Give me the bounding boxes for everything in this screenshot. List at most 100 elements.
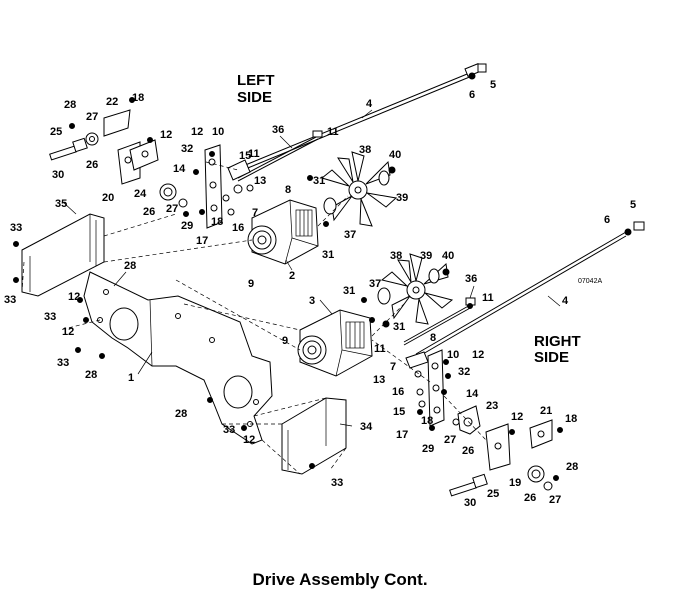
callout-label: 10 <box>212 126 224 138</box>
callout-label: 11 <box>327 126 339 138</box>
callout-label: 5 <box>630 199 636 211</box>
left-fan-spacer <box>323 166 396 215</box>
callout-label: 7 <box>390 361 396 373</box>
callout-label: 11 <box>374 343 386 355</box>
left-bracket-22 <box>103 109 131 137</box>
callout-label: 8 <box>430 332 436 344</box>
callout-label: 26 <box>524 492 536 504</box>
callout-label: 12 <box>160 129 172 141</box>
left-fan-38 <box>320 151 398 227</box>
frame-plate-1 <box>83 271 273 445</box>
callout-label: 37 <box>344 229 356 241</box>
callout-label: 17 <box>396 429 408 441</box>
callout-label: 33 <box>10 222 22 234</box>
callout-label: 40 <box>389 149 401 161</box>
left-cable-end <box>468 63 487 80</box>
callout-label: 19 <box>509 477 521 489</box>
callout-label: 10 <box>447 349 459 361</box>
callout-label: 32 <box>181 143 193 155</box>
callout-label: 34 <box>360 421 373 433</box>
callout-label: 12 <box>472 349 484 361</box>
left-control-plate-10 <box>204 144 223 229</box>
right-cable-4 <box>415 221 645 359</box>
callout-label: 17 <box>196 235 208 247</box>
callout-label: 4 <box>562 295 569 307</box>
callout-label: 37 <box>369 278 381 290</box>
left-bolt-30 <box>49 132 99 161</box>
callout-label: 12 <box>511 411 523 423</box>
callout-label: 33 <box>57 357 69 369</box>
callout-label: 12 <box>68 291 80 303</box>
callout-label: 33 <box>4 294 16 306</box>
callout-label: 38 <box>390 250 402 262</box>
callout-label: 31 <box>393 321 405 333</box>
callout-label: 27 <box>444 434 456 446</box>
fasteners <box>13 97 563 481</box>
callout-label: 1 <box>128 372 134 384</box>
callout-label: 26 <box>462 445 474 457</box>
callout-label: 30 <box>52 169 64 181</box>
callout-label: 18 <box>132 92 144 104</box>
callout-label: 32 <box>458 366 470 378</box>
callout-label: 11 <box>482 292 494 304</box>
callout-label: 28 <box>64 99 76 111</box>
callout-label: 2 <box>289 270 295 282</box>
callout-label: 7 <box>252 207 258 219</box>
callout-label: 35 <box>55 198 67 210</box>
right-gear-26 <box>527 465 553 491</box>
callout-label: 28 <box>566 461 578 473</box>
callout-label: 25 <box>50 126 62 138</box>
callout-label: 27 <box>166 203 178 215</box>
callout-label: 29 <box>422 443 434 455</box>
left-side-label-line1: LEFT <box>237 72 275 89</box>
right-fan-spacer <box>377 268 450 328</box>
callout-label: 25 <box>487 488 499 500</box>
callout-label: 18 <box>421 415 433 427</box>
callout-label: 4 <box>366 98 373 110</box>
callout-label: 6 <box>604 214 610 226</box>
callout-label: 5 <box>490 79 496 91</box>
assembly-lines <box>21 161 487 475</box>
callout-label: 40 <box>442 250 454 262</box>
right-bolt-30 <box>449 473 488 497</box>
callout-label: 12 <box>243 434 255 446</box>
right-hydro-pump-3 <box>297 309 373 377</box>
callout-label: 22 <box>106 96 118 108</box>
callout-label: 9 <box>282 335 288 347</box>
right-control-plate-10 <box>427 349 445 427</box>
callout-label: 31 <box>343 285 355 297</box>
left-cable-4 <box>237 63 482 173</box>
leader-lines <box>63 109 561 427</box>
callout-label: 3 <box>309 295 315 307</box>
callout-label: 12 <box>191 126 203 138</box>
callout-label: 21 <box>540 405 552 417</box>
callout-label: 18 <box>565 413 577 425</box>
callout-label: 16 <box>232 222 244 234</box>
callout-label: 14 <box>466 388 479 400</box>
callout-label: 16 <box>392 386 404 398</box>
right-rod-36 <box>403 297 476 346</box>
callout-label: 39 <box>420 250 432 262</box>
left-side-label-line2: SIDE <box>237 89 272 106</box>
callout-label: 20 <box>102 192 114 204</box>
callout-label: 27 <box>549 494 561 506</box>
right-side-label-line1: RIGHT <box>534 333 581 350</box>
right-side-label-line2: SIDE <box>534 349 569 366</box>
left-bracket-20 <box>117 139 159 185</box>
callout-label: 26 <box>143 206 155 218</box>
callout-label: 15 <box>393 406 405 418</box>
callout-labels: 1 2 3 4 4 5 5 6 6 7 7 8 8 9 9 10 10 11 1… <box>4 79 636 509</box>
callout-label: 23 <box>486 400 498 412</box>
callout-label: 28 <box>85 369 97 381</box>
callout-label: 39 <box>396 192 408 204</box>
callout-label: 24 <box>134 188 147 200</box>
callout-label: 33 <box>223 424 235 436</box>
callout-label: 14 <box>173 163 186 175</box>
left-rod-36 <box>237 130 323 182</box>
left-gear-26 <box>159 183 188 208</box>
right-bracket-23 <box>452 405 481 435</box>
left-hydro-pump-2 <box>247 199 319 265</box>
callout-label: 12 <box>62 326 74 338</box>
